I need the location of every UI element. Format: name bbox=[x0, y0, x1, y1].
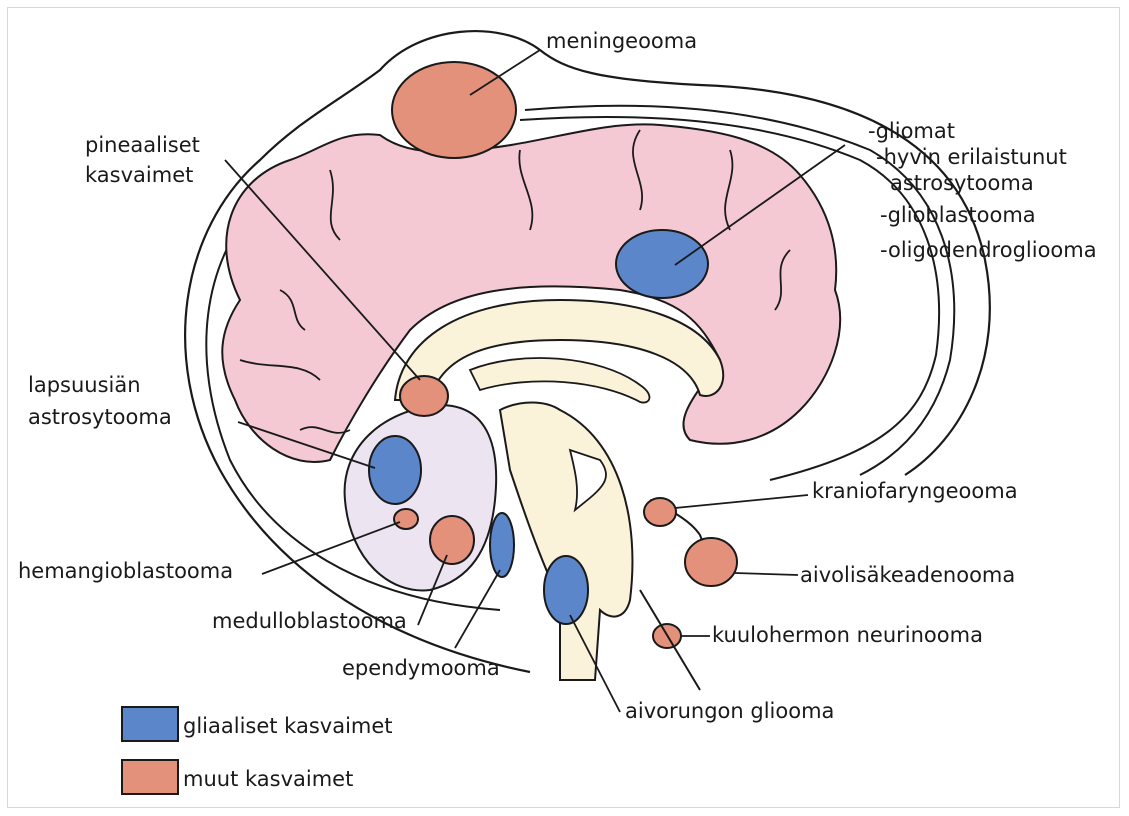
legend-label-glial: gliaaliset kasvaimet bbox=[183, 714, 393, 738]
label-kuulohermon: kuulohermon neurinooma bbox=[712, 623, 983, 647]
label-ependymooma: ependymooma bbox=[342, 656, 500, 680]
label-pineaaliset-2: kasvaimet bbox=[85, 163, 193, 187]
label-aivolisakeadenooma: aivolisäkeadenooma bbox=[800, 563, 1015, 587]
label-aivorungon: aivorungon gliooma bbox=[625, 699, 834, 723]
label-pineaaliset-1: pineaaliset bbox=[85, 133, 200, 157]
label-kraniofaryngeooma: kraniofaryngeooma bbox=[812, 479, 1018, 503]
label-medulloblastooma: medulloblastooma bbox=[212, 609, 407, 633]
tumor-pituitary-adenoma bbox=[685, 538, 737, 586]
tumor-craniopharyngioma bbox=[644, 498, 676, 526]
tumor-glioma bbox=[616, 230, 708, 298]
legend-swatch-glial bbox=[122, 707, 178, 741]
label-gliomat-2: -hyvin erilaistunut bbox=[876, 145, 1067, 169]
tumor-hemangioblastoma bbox=[394, 509, 418, 529]
label-gliomat-4: -glioblastooma bbox=[880, 203, 1036, 227]
legend-swatch-other bbox=[122, 760, 178, 794]
legend-label-other: muut kasvaimet bbox=[183, 767, 353, 791]
label-gliomat-5: -oligodendrogliooma bbox=[880, 238, 1097, 262]
acoustic-nerve bbox=[640, 590, 700, 690]
tumor-astrocytoma-child bbox=[369, 436, 421, 504]
label-lapsuusian-1: lapsuusiän bbox=[28, 373, 141, 397]
fornix bbox=[470, 358, 649, 403]
tumor-pineal bbox=[400, 376, 448, 416]
label-gliomat-1: -gliomat bbox=[868, 119, 955, 143]
label-meningeooma: meningeooma bbox=[546, 29, 697, 53]
tumor-medulloblastoma bbox=[430, 516, 474, 564]
tumor-ependymoma bbox=[490, 513, 514, 577]
cerebellum bbox=[345, 405, 497, 590]
label-hemangioblastooma: hemangioblastooma bbox=[18, 559, 233, 583]
brainstem bbox=[500, 403, 632, 681]
label-lapsuusian-2: astrosytooma bbox=[28, 405, 172, 429]
label-gliomat-3: astrosytooma bbox=[890, 171, 1034, 195]
tumor-brainstem-glioma bbox=[544, 556, 588, 624]
